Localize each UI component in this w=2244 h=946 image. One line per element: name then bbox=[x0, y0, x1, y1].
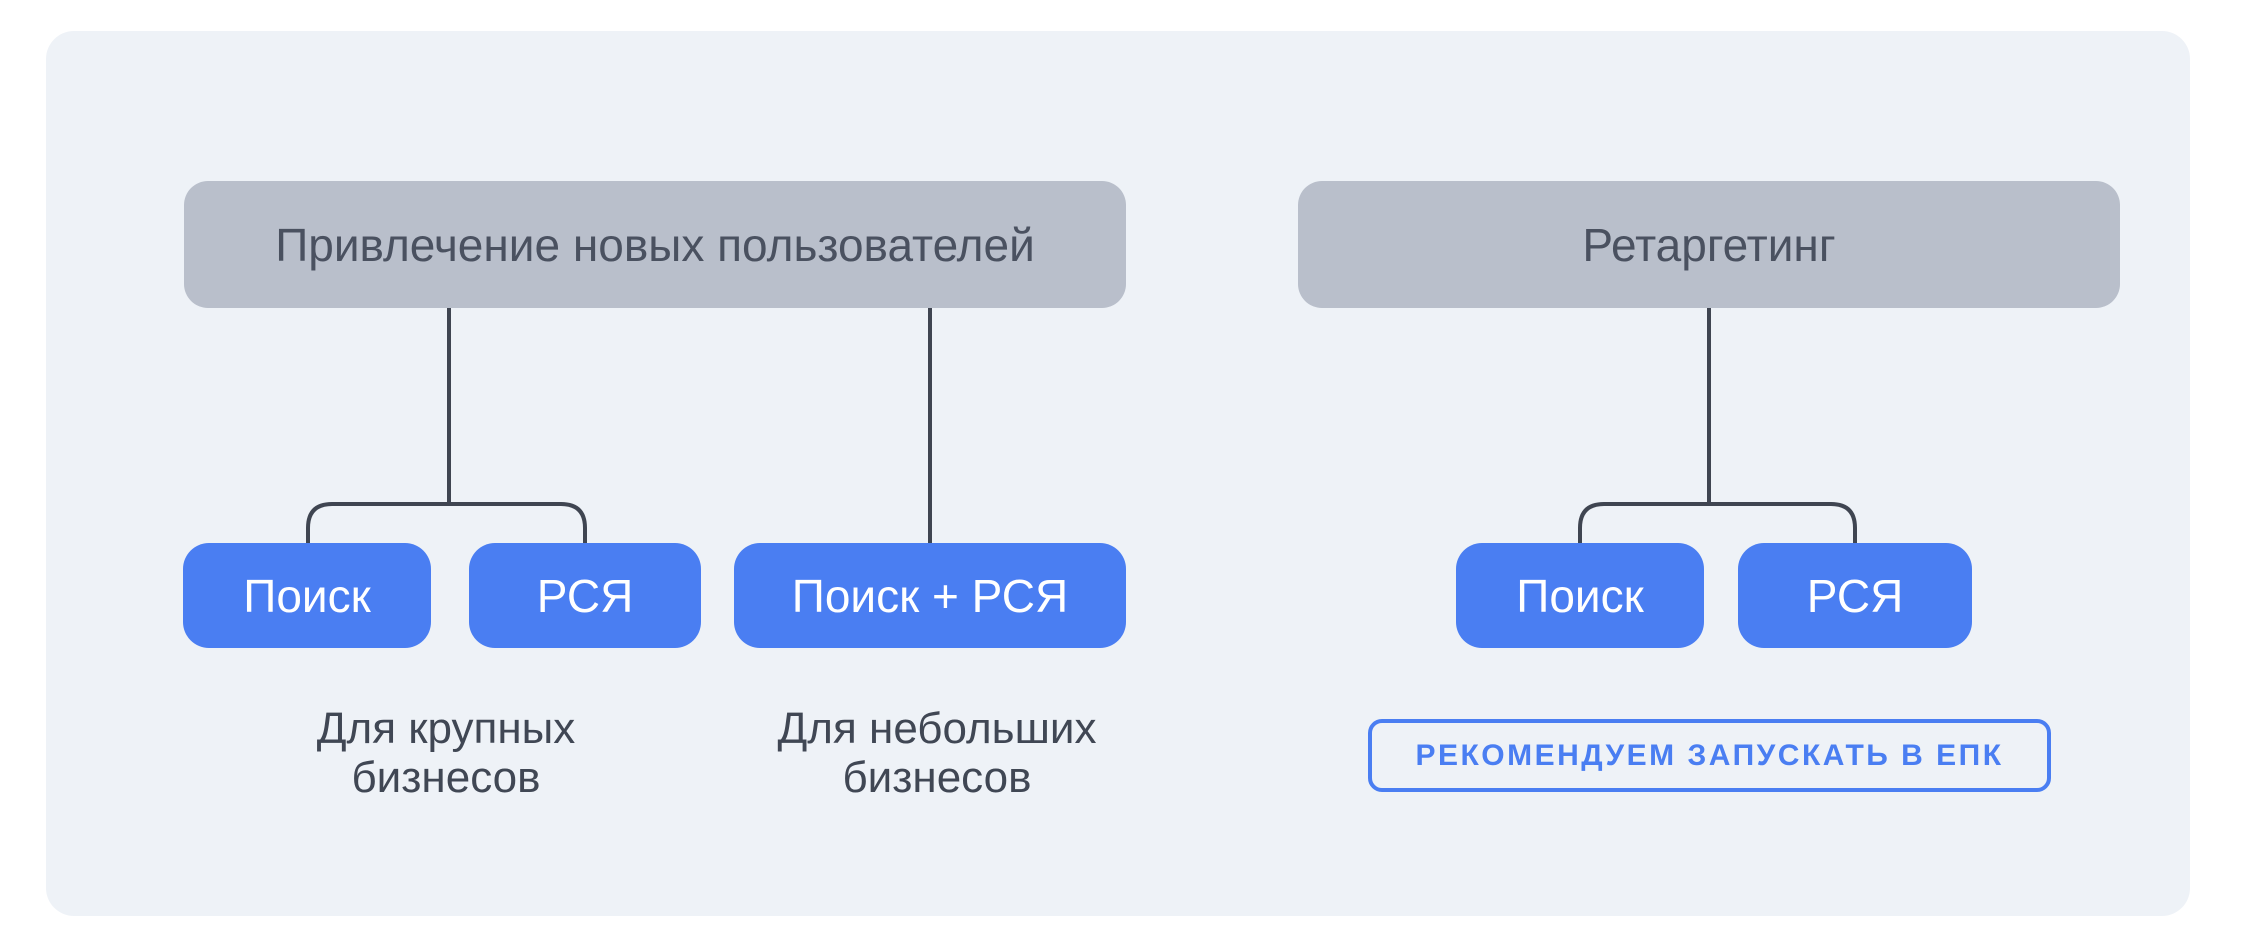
pill-search-plus-rsya-label: Поиск + РСЯ bbox=[791, 569, 1069, 622]
node-retargeting: Ретаргетинг bbox=[1298, 181, 2120, 308]
pill-rsya-right-label: РСЯ bbox=[1806, 569, 1904, 622]
node-retargeting-label: Ретаргетинг bbox=[1582, 218, 1836, 271]
pill-search-left: Поиск bbox=[183, 543, 431, 648]
connector-lines bbox=[306, 308, 1857, 544]
node-attract-new-users-label: Привлечение новых пользователей bbox=[275, 218, 1035, 271]
pill-search-left-label: Поиск bbox=[243, 569, 371, 622]
pill-rsya-left-label: РСЯ bbox=[536, 569, 634, 622]
diagram-panel: Привлечение новых пользователей Ретаргет… bbox=[46, 31, 2190, 916]
pill-search-plus-rsya: Поиск + РСЯ bbox=[734, 543, 1126, 648]
recommendation-badge-label: РЕКОМЕНДУЕМ ЗАПУСКАТЬ В ЕПК bbox=[1415, 738, 2004, 772]
recommendation-badge: РЕКОМЕНДУЕМ ЗАПУСКАТЬ В ЕПК bbox=[1368, 719, 2051, 792]
connector-right-bracket bbox=[1578, 502, 1857, 544]
pill-search-right-label: Поиск bbox=[1516, 569, 1644, 622]
pill-search-right: Поиск bbox=[1456, 543, 1704, 648]
pill-rsya-right: РСЯ bbox=[1738, 543, 1972, 648]
node-attract-new-users: Привлечение новых пользователей bbox=[184, 181, 1126, 308]
caption-large-business: Для крупных бизнесов bbox=[316, 704, 576, 803]
connector-left-bracket bbox=[306, 502, 587, 544]
pill-rsya-left: РСЯ bbox=[469, 543, 701, 648]
caption-small-business: Для небольших бизнесов bbox=[777, 704, 1097, 803]
